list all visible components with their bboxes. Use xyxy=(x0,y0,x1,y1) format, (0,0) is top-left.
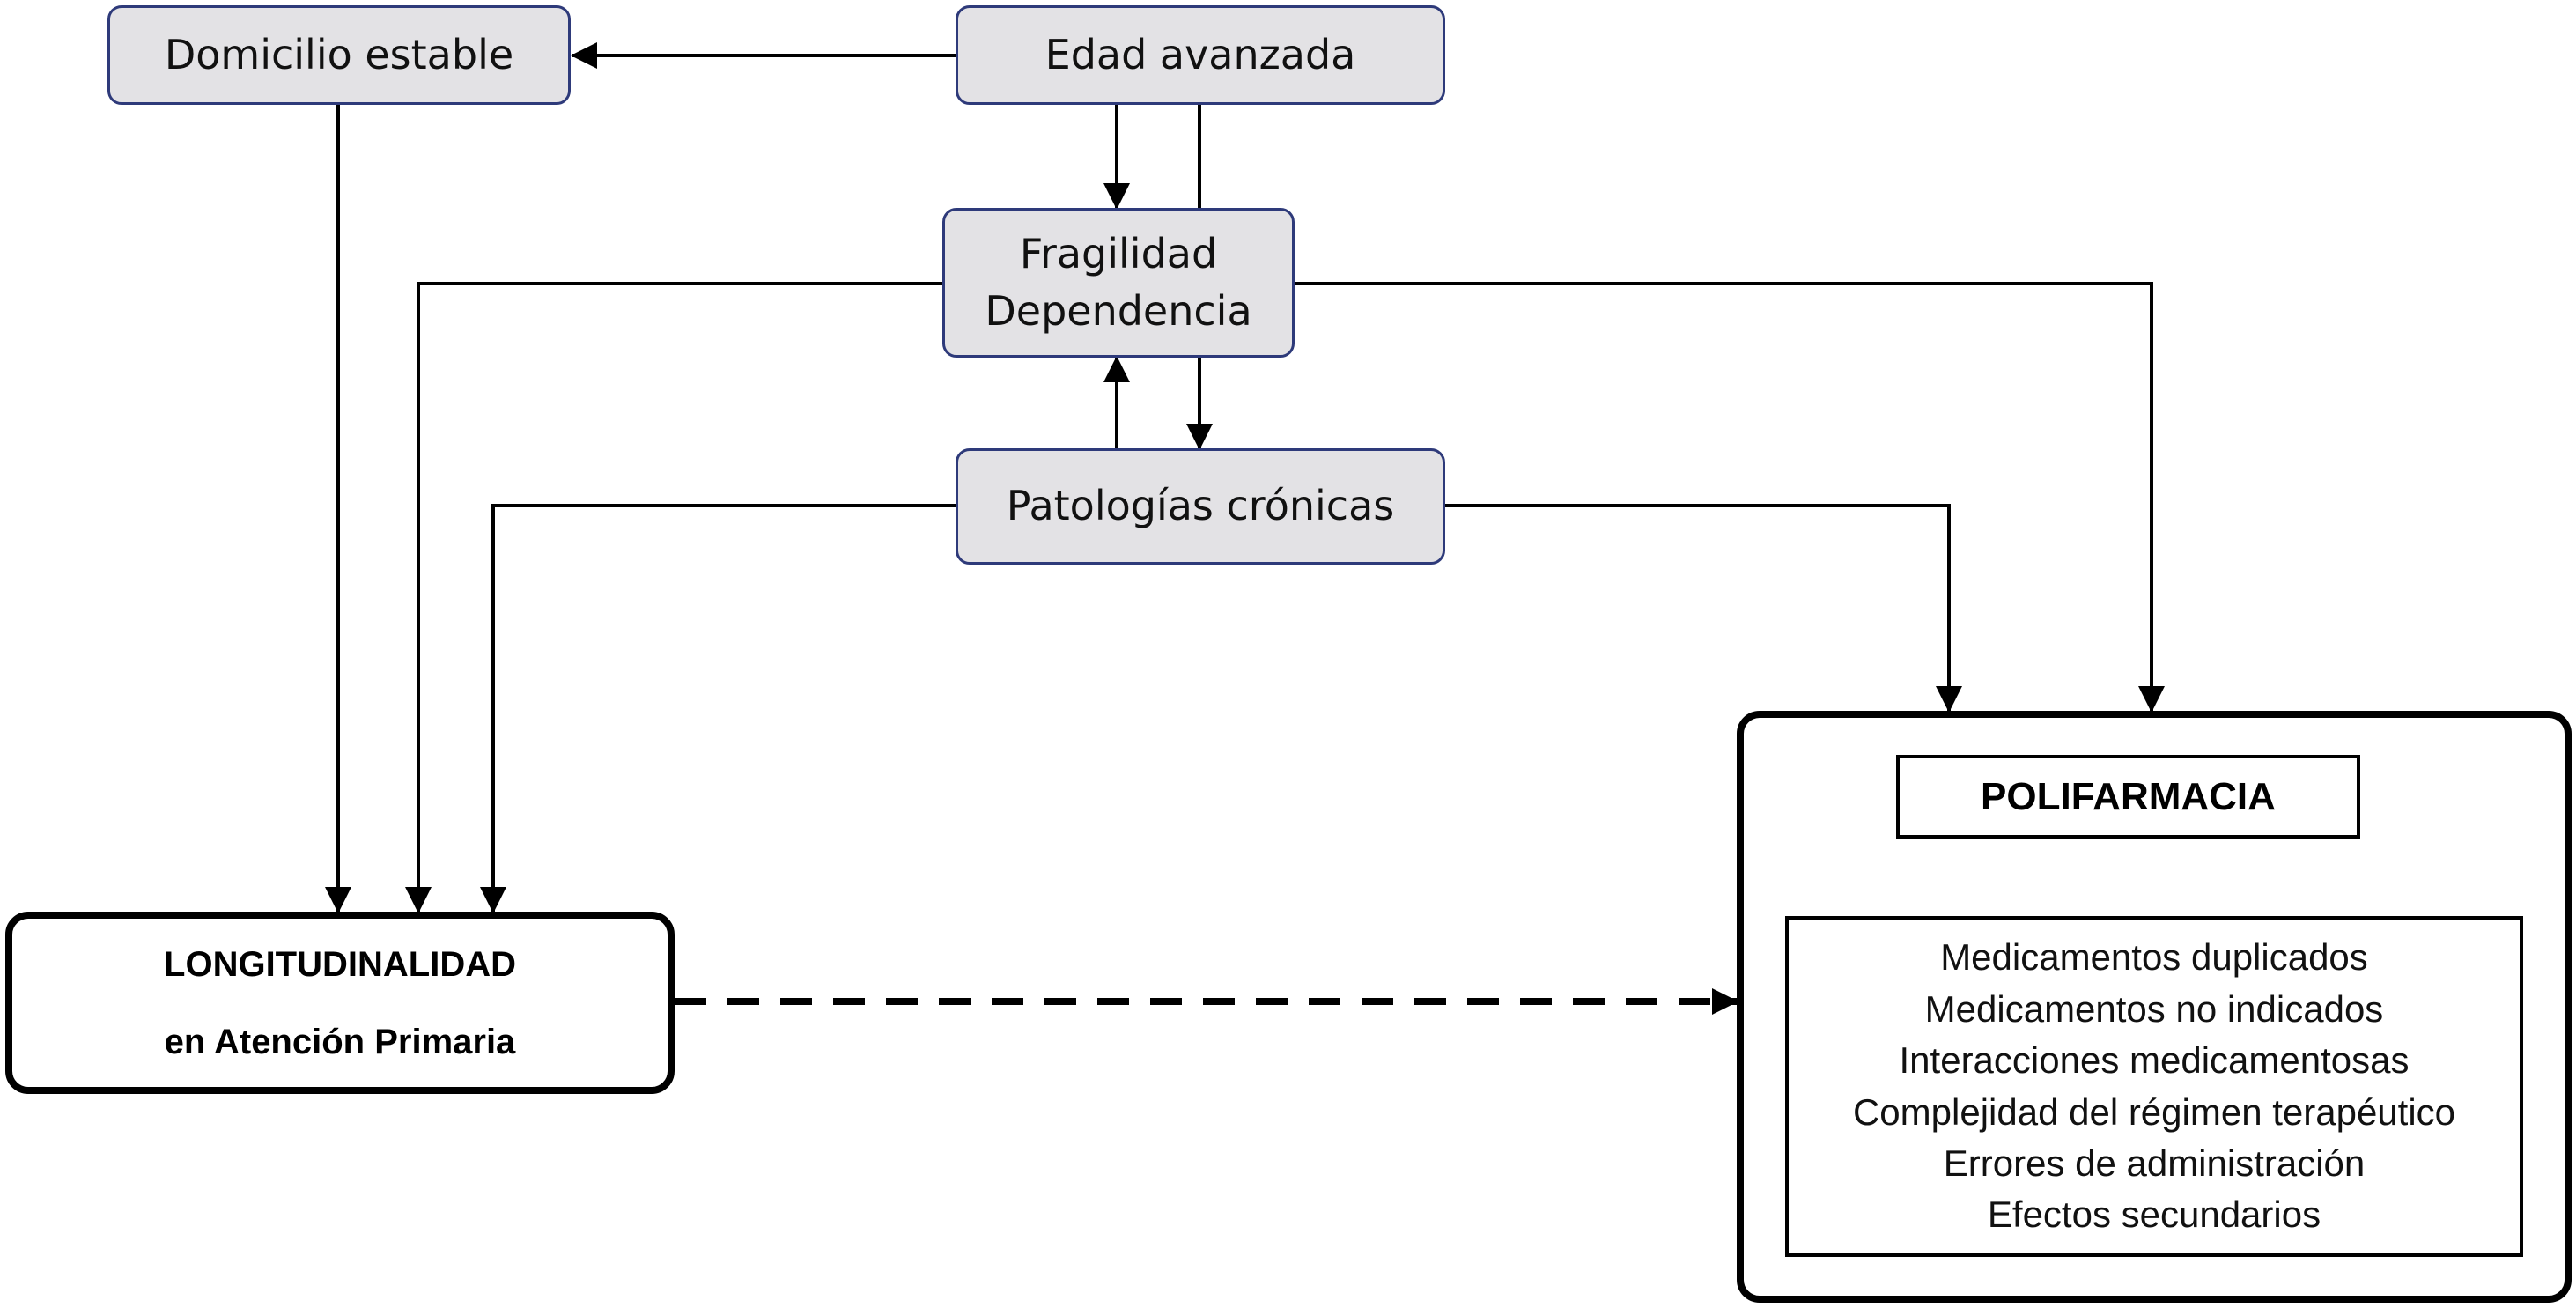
node-patologias-cronicas: Patologías crónicas xyxy=(956,448,1445,565)
consequence-item: Errores de administración xyxy=(1943,1142,2366,1184)
node-edad-label: Edad avanzada xyxy=(1044,30,1356,78)
consequence-item: Efectos secundarios xyxy=(1987,1193,2321,1236)
node-patologias-label: Patologías crónicas xyxy=(1006,482,1395,530)
node-longitudinalidad: LONGITUDINALIDAD en Atención Primaria xyxy=(5,912,675,1094)
polifarmacia-title-box: POLIFARMACIA xyxy=(1896,755,2360,839)
consequence-item: Complejidad del régimen terapéutico xyxy=(1852,1090,2456,1133)
consequence-item: Interacciones medicamentosas xyxy=(1899,1039,2410,1082)
longitudinalidad-title: LONGITUDINALIDAD xyxy=(164,944,516,984)
node-edad-avanzada: Edad avanzada xyxy=(956,5,1445,105)
consequence-item: Medicamentos duplicados xyxy=(1940,936,2368,979)
consequences-box: Medicamentos duplicados Medicamentos no … xyxy=(1785,916,2523,1257)
node-domicilio-label: Domicilio estable xyxy=(164,30,514,78)
consequence-item: Medicamentos no indicados xyxy=(1924,987,2384,1030)
arrow-fragilidad-to-longitudinalidad xyxy=(405,282,942,913)
polifarmacia-title: POLIFARMACIA xyxy=(1981,774,2276,818)
node-dependencia-label: Dependencia xyxy=(985,287,1252,335)
arrow-patologias-to-polifarmacia xyxy=(1444,504,1962,713)
longitudinalidad-subtitle: en Atención Primaria xyxy=(164,1022,516,1061)
node-fragilidad-label: Fragilidad xyxy=(1019,229,1218,277)
arrow-fragilidad-to-polifarmacia xyxy=(1293,282,2165,713)
consequences-list: Medicamentos duplicados Medicamentos no … xyxy=(1789,920,2520,1253)
node-fragilidad-dependencia: Fragilidad Dependencia xyxy=(942,208,1295,358)
node-domicilio-estable: Domicilio estable xyxy=(107,5,571,105)
arrow-patologias-to-longitudinalidad xyxy=(480,504,956,913)
